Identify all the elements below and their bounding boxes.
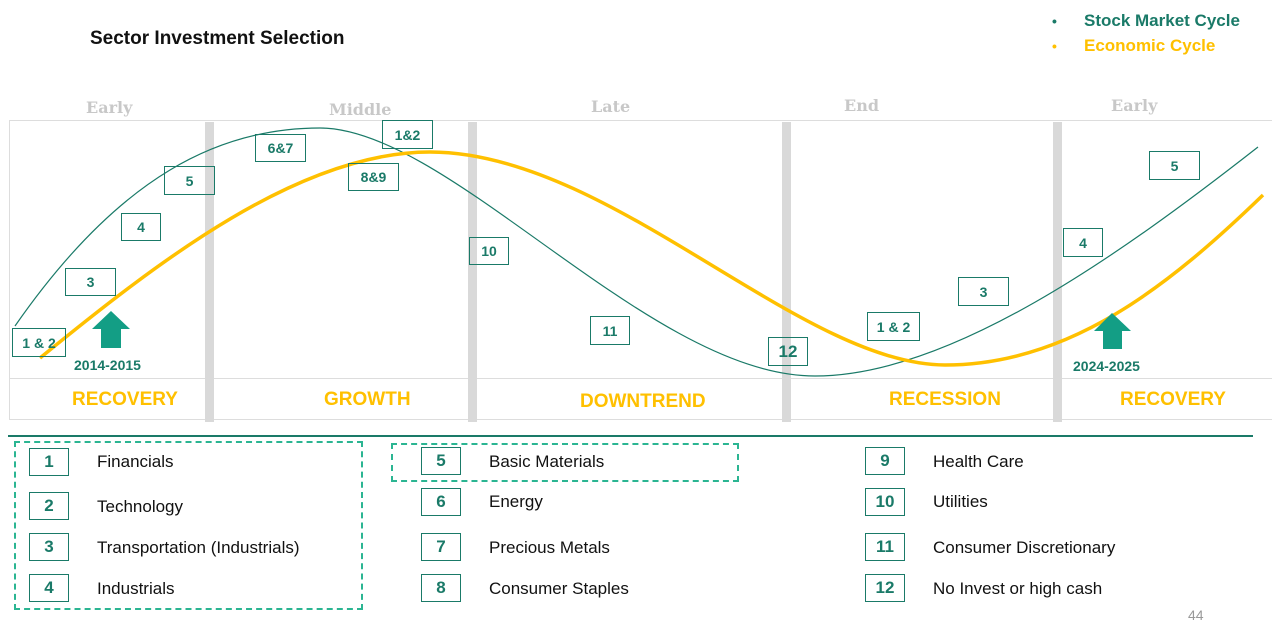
sector-name: Financials [97,452,174,471]
phase-label: Middle [329,100,392,119]
year-label: 2014-2015 [74,357,141,373]
stage-label: RECOVERY [1120,389,1226,410]
marker-box: 5 [164,166,215,195]
sector-number: 1 [29,448,69,476]
sector-name: No Invest or high cash [933,579,1103,598]
stock-market-curve [14,127,1259,377]
bullet-icon: • [1052,38,1057,54]
sector-number: 7 [421,533,461,561]
marker-box: 5 [1149,151,1200,180]
sector-name: Health Care [933,452,1024,471]
legend-item-economic: • Economic Cycle [1052,32,1240,60]
marker-box: 8&9 [348,163,399,191]
marker-box: 1&2 [382,120,433,149]
sector-number: 9 [865,447,905,475]
sector-number: 8 [421,574,461,602]
sector-number: 3 [29,533,69,561]
phase-label: Late [591,97,631,116]
marker-box: 10 [469,237,509,265]
phase-divider [782,122,791,422]
phase-label: Early [86,98,133,117]
sector-name: Transportation (Industrials) [97,538,300,557]
sector-number: 6 [421,488,461,516]
separator [8,435,1253,437]
sector-number: 2 [29,492,69,520]
phase-label: End [844,96,880,115]
legend: • Stock Market Cycle • Economic Cycle [1052,10,1240,60]
sector-name: Industrials [97,579,175,598]
marker-box: 3 [65,268,116,296]
divider [9,378,1272,379]
sector-number: 12 [865,574,905,602]
sector-number: 10 [865,488,905,516]
economic-curve [38,150,1265,367]
sector-name: Technology [97,497,184,516]
stage-label: RECOVERY [72,389,178,410]
bullet-icon: • [1052,13,1057,29]
legend-label: Stock Market Cycle [1084,11,1240,30]
sector-name: Basic Materials [489,452,605,471]
sector-name: Energy [489,492,543,511]
marker-box: 11 [590,316,630,345]
legend-item-stock: • Stock Market Cycle [1052,10,1240,32]
marker-box: 3 [958,277,1009,306]
highlight-group [14,441,363,610]
page-title: Sector Investment Selection [90,28,345,49]
page-number: 44 [1188,607,1204,623]
up-arrow-icon [92,311,130,348]
sector-name: Consumer Staples [489,579,629,598]
sector-name: Consumer Discretionary [933,538,1116,557]
sector-number: 11 [865,533,905,561]
marker-box: 1 & 2 [12,328,66,357]
sector-name: Precious Metals [489,538,610,557]
cycle-curves [14,127,1265,377]
cycle-chart-frame [9,120,1272,420]
phase-divider [1053,122,1062,422]
sector-number: 5 [421,447,461,475]
phase-label: Early [1111,96,1158,115]
sector-number: 4 [29,574,69,602]
stage-label: DOWNTREND [580,391,706,412]
marker-box: 6&7 [255,134,306,162]
marker-box: 4 [121,213,161,241]
phase-divider [468,122,477,422]
legend-label: Economic Cycle [1084,36,1216,55]
phase-divider [205,122,214,422]
up-arrow-icon [1094,313,1131,349]
marker-box: 12 [768,337,808,366]
marker-box: 1 & 2 [867,312,920,341]
stage-label: GROWTH [324,389,411,410]
stage-label: RECESSION [889,389,1001,410]
year-label: 2024-2025 [1073,358,1140,374]
sector-name: Utilities [933,492,988,511]
marker-box: 4 [1063,228,1103,257]
highlight-group [391,443,739,482]
